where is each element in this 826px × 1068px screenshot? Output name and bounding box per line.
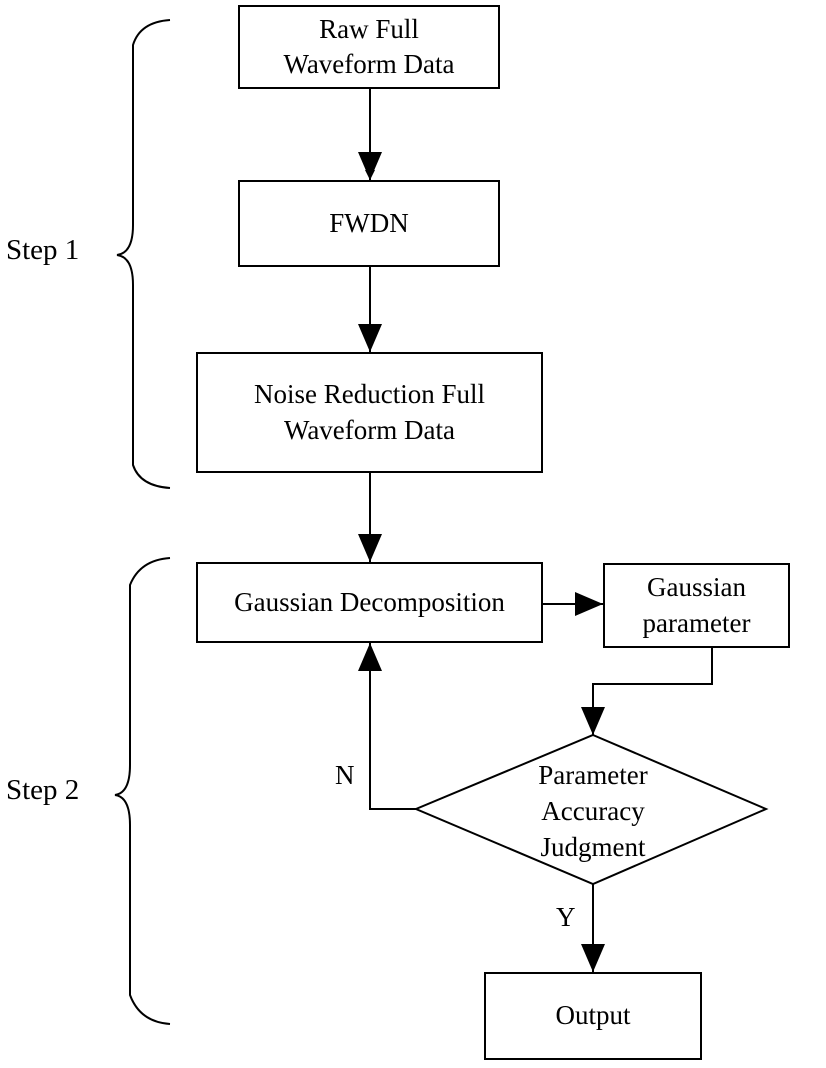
judgment-line-3: Judgment (540, 832, 646, 862)
gaussian-parameter-box: Gaussian parameter (603, 563, 790, 648)
arrowhead-param-to-judgment (581, 707, 605, 735)
judgment-line-2: Accuracy (541, 796, 645, 826)
judgment-diamond (413, 733, 769, 886)
noise-line-1: Noise Reduction Full (254, 379, 485, 410)
judgment-text: Parameter Accuracy Judgment (466, 757, 720, 865)
arrowhead-raw-to-fwdn (358, 152, 382, 180)
fwdn-box: FWDN (238, 180, 500, 267)
noise-reduction-box: Noise Reduction Full Waveform Data (196, 352, 543, 473)
raw-line-2: Waveform Data (283, 49, 455, 79)
yes-edge-label: Y (556, 902, 576, 932)
no-edge-label: N (335, 760, 355, 790)
arrow-judgment-to-decomp-no (369, 643, 416, 810)
noise-box-text: Noise Reduction Full Waveform Data (254, 377, 485, 447)
gaussian-decomposition-box: Gaussian Decomposition (196, 562, 543, 643)
output-box: Output (484, 972, 702, 1060)
step1-label: Step 1 (6, 234, 80, 266)
param-line-2: parameter (642, 607, 751, 638)
noise-line-2: Waveform Data (284, 414, 455, 445)
arrow-param-to-judgment (592, 648, 713, 735)
param-line-1: Gaussian (647, 572, 746, 603)
step2-label: Step 2 (6, 774, 80, 806)
judgment-line-1: Parameter (538, 760, 648, 790)
step2-brace (114, 557, 171, 1025)
raw-line-1: Raw Full (319, 13, 419, 44)
arrowhead-fwdn-to-noise (358, 324, 382, 352)
raw-full-waveform-data-box: Raw Full Waveform Data (238, 5, 500, 89)
arrowhead-judgment-to-decomp-no (358, 643, 382, 671)
arrowhead-noise-to-decomp (358, 534, 382, 562)
raw-box-text: Raw Full Waveform Data (284, 12, 455, 82)
arrowhead-decomp-to-param (575, 592, 603, 616)
arrowhead-judgment-to-output-yes (581, 944, 605, 972)
step1-brace (116, 19, 171, 489)
param-box-text: Gaussian parameter (643, 570, 751, 640)
